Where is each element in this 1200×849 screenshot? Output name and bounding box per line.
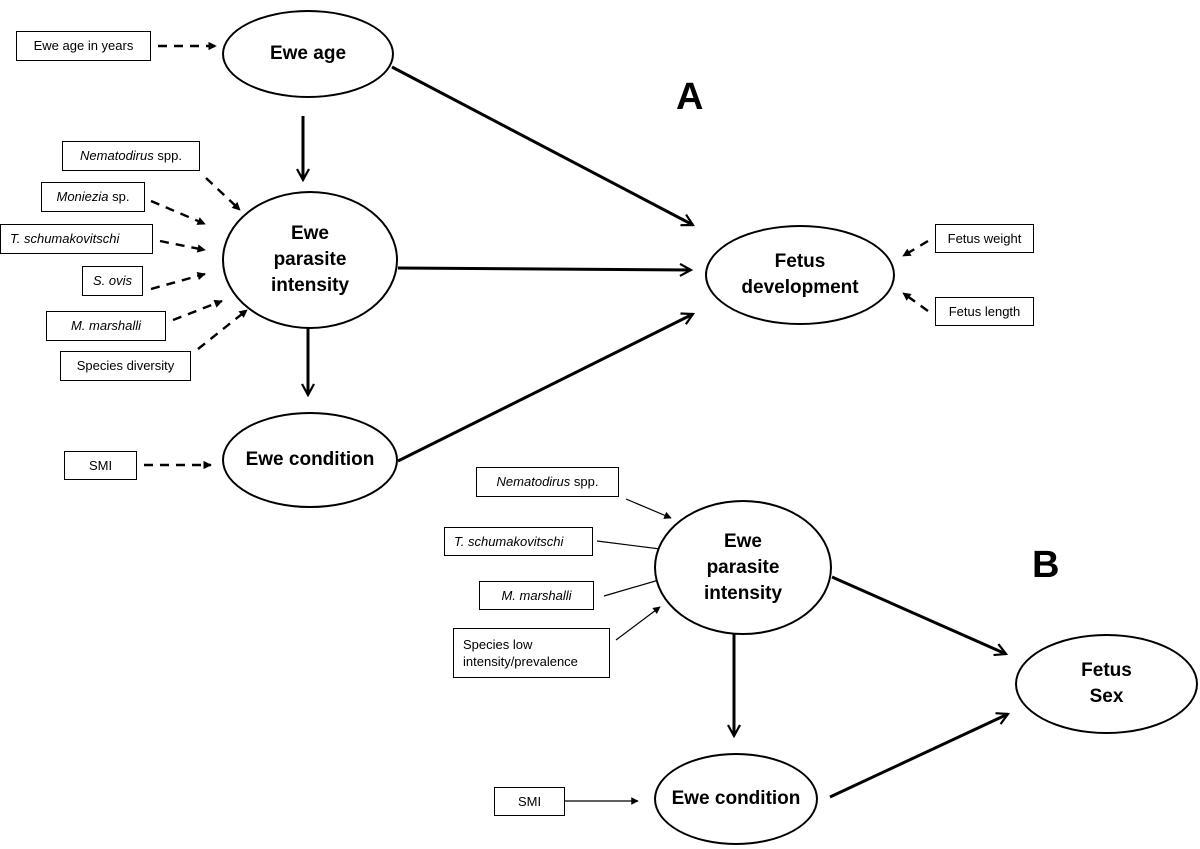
indicator-nematodirus-label: Nematodirus spp. bbox=[80, 148, 182, 164]
indicator-m-marshalli: M. marshalli bbox=[46, 311, 166, 341]
indicator-smi-b: SMI bbox=[494, 787, 565, 816]
node-ewe-condition: Ewe condition bbox=[222, 412, 398, 508]
panel-a-label: A bbox=[676, 76, 704, 118]
node-ewe-parasite-intensity: Ewe parasite intensity bbox=[222, 191, 398, 329]
node-sex-line-1: Fetus bbox=[1081, 660, 1132, 681]
arrow-b-condition-to-sex bbox=[829, 714, 1008, 799]
genus-moniezia: Moniezia bbox=[56, 189, 109, 204]
arrow-sovis-to-parasite bbox=[150, 271, 206, 291]
indicator-ewe-age-years-label: Ewe age in years bbox=[33, 38, 134, 53]
indicator-b-m-marshalli: M. marshalli bbox=[479, 581, 594, 610]
arrow-mmarshalli-to-parasite bbox=[172, 299, 223, 322]
indicator-b-species-low: Species low intensity/prevalence bbox=[453, 628, 610, 678]
node-b-parasite-line-1: Ewe bbox=[723, 530, 763, 552]
suffix-spp: spp. bbox=[153, 148, 182, 163]
indicator-m-marshalli-label: M. marshalli bbox=[70, 318, 142, 333]
indicator-species-diversity: Species diversity bbox=[60, 351, 191, 381]
node-b-ewe-condition: Ewe condition bbox=[654, 753, 818, 845]
indicator-b-nematodirus-label: Nematodirus spp. bbox=[497, 474, 599, 490]
indicator-t-schumakovitschi-label: T. schumakovitschi bbox=[10, 231, 120, 246]
node-fetus-line-1: Fetus bbox=[774, 251, 826, 272]
suffix-sp: sp. bbox=[108, 189, 130, 204]
indicator-s-ovis: S. ovis bbox=[82, 266, 143, 296]
indicator-fetus-weight: Fetus weight bbox=[935, 224, 1034, 253]
arrow-fetus-length-to-fetus bbox=[902, 292, 929, 312]
node-ewe-age: Ewe age bbox=[222, 10, 394, 98]
indicator-ewe-age-years: Ewe age in years bbox=[16, 31, 151, 61]
arrow-b-parasite-to-sex bbox=[831, 575, 1006, 654]
arrow-moniezia-to-parasite bbox=[150, 199, 206, 226]
node-parasite-line-3: intensity bbox=[270, 275, 350, 296]
arrow-parasite-to-fetus bbox=[397, 268, 691, 270]
node-fetus-line-2: development bbox=[741, 277, 859, 298]
node-condition-label: Ewe condition bbox=[245, 449, 375, 470]
node-ewe-age-label: Ewe age bbox=[269, 43, 347, 64]
indicator-fetus-weight-label: Fetus weight bbox=[947, 230, 1022, 246]
arrow-diversity-to-parasite bbox=[197, 309, 248, 350]
genus-b-nematodirus: Nematodirus bbox=[496, 474, 571, 489]
indicator-t-schumakovitschi: T. schumakovitschi bbox=[0, 224, 153, 254]
node-parasite-line-1: Ewe bbox=[290, 223, 330, 244]
node-parasite-line-2: parasite bbox=[273, 249, 347, 270]
indicator-smi-a: SMI bbox=[64, 451, 137, 480]
indicator-b-nematodirus: Nematodirus spp. bbox=[476, 467, 619, 497]
indicator-b-t-schumakovitschi: T. schumakovitschi bbox=[444, 527, 593, 556]
node-fetus-sex: Fetus Sex bbox=[1015, 634, 1198, 734]
arrow-nematodirus-to-parasite bbox=[205, 177, 241, 211]
node-fetus-development: Fetus development bbox=[705, 225, 895, 325]
arrow-b-nematodirus-to-parasite bbox=[625, 498, 672, 519]
indicator-smi-a-label: SMI bbox=[88, 457, 113, 473]
arrow-tschum-to-parasite bbox=[159, 239, 206, 253]
indicator-species-diversity-label: Species diversity bbox=[76, 358, 175, 373]
arrow-fetus-weight-to-fetus bbox=[902, 239, 929, 258]
suffix-b-spp: spp. bbox=[570, 474, 599, 489]
indicator-nematodirus: Nematodirus spp. bbox=[62, 141, 200, 171]
genus-nematodirus: Nematodirus bbox=[80, 148, 154, 163]
indicator-moniezia-label: Moniezia sp. bbox=[57, 189, 130, 205]
indicator-b-t-schumakovitschi-label: T. schumakovitschi bbox=[454, 533, 564, 549]
indicator-s-ovis-label: S. ovis bbox=[92, 273, 132, 288]
node-b-parasite-line-2: parasite bbox=[706, 556, 780, 578]
node-b-parasite-line-3: intensity bbox=[703, 582, 783, 604]
indicator-smi-b-label: SMI bbox=[517, 793, 542, 809]
node-sex-line-2: Sex bbox=[1089, 686, 1124, 707]
arrow-b-species-low-to-parasite bbox=[615, 606, 661, 641]
arrow-age-to-fetus bbox=[391, 65, 693, 227]
arrow-condition-to-fetus bbox=[397, 314, 693, 463]
panel-b-label: B bbox=[1032, 544, 1060, 586]
indicator-b-species-low-line-1: Species low bbox=[463, 637, 533, 652]
arrow-b-tschum-to-parasite bbox=[596, 540, 669, 553]
indicator-moniezia: Moniezia sp. bbox=[41, 182, 145, 212]
indicator-fetus-length-label: Fetus length bbox=[948, 303, 1021, 319]
indicator-b-m-marshalli-label: M. marshalli bbox=[501, 587, 572, 603]
node-b-ewe-parasite-intensity: Ewe parasite intensity bbox=[654, 500, 832, 635]
node-b-condition-label: Ewe condition bbox=[671, 788, 801, 809]
indicator-b-species-low-line-2: intensity/prevalence bbox=[463, 654, 578, 669]
indicator-fetus-length: Fetus length bbox=[935, 297, 1034, 326]
